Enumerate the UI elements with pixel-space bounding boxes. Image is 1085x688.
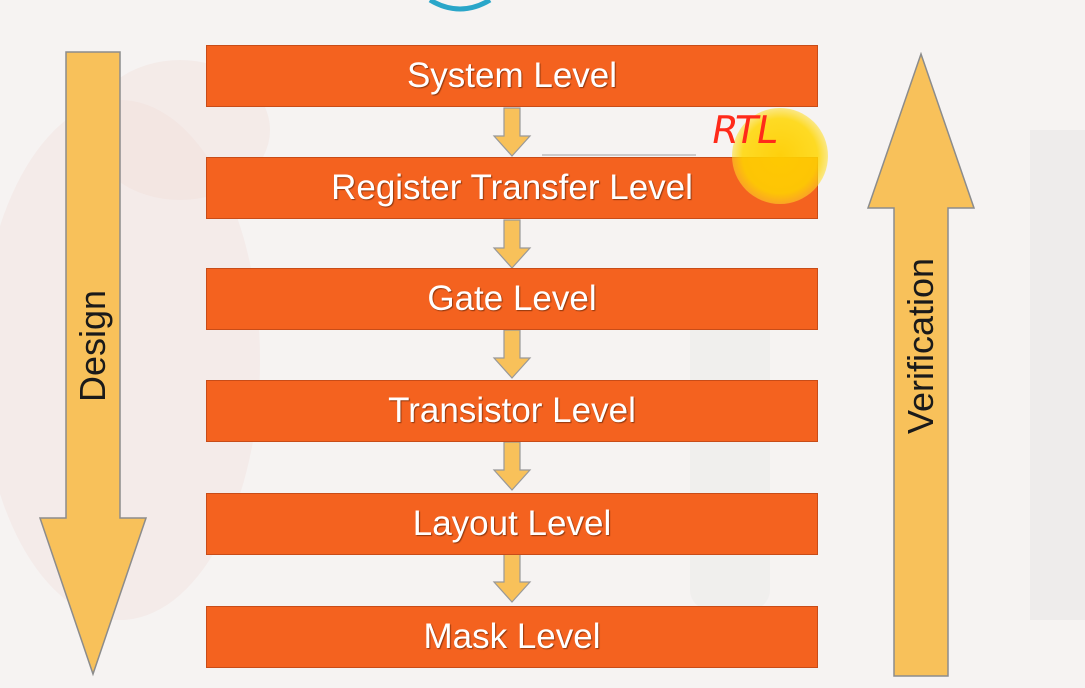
level-label: Register Transfer Level	[331, 168, 693, 207]
level-label: System Level	[406, 56, 618, 95]
mask-level-box: Mask Level	[206, 606, 818, 668]
register-transfer-level-box: Register Transfer Level	[206, 157, 818, 219]
level-label: Layout Level	[412, 504, 612, 543]
layout-level-box: Layout Level	[206, 493, 818, 555]
design-label: Design	[72, 289, 113, 403]
connector-arrow-2	[492, 219, 532, 269]
verification-up-arrow	[866, 52, 976, 677]
design-down-arrow	[38, 51, 148, 677]
level-label: Transistor Level	[388, 391, 636, 430]
cursor-highlight	[732, 108, 828, 204]
connector-arrow-1	[492, 107, 532, 157]
connector-arrows	[492, 107, 532, 603]
level-label: Gate Level	[427, 279, 597, 318]
connector-arrow-4	[492, 441, 532, 491]
system-level-box: System Level	[206, 45, 818, 107]
level-label: Mask Level	[423, 617, 601, 656]
gate-level-box: Gate Level	[206, 268, 818, 330]
transistor-level-box: Transistor Level	[206, 380, 818, 442]
verification-label: Verification	[900, 257, 941, 435]
rtl-annotation: RTL	[708, 108, 781, 152]
annotation-underline	[542, 154, 696, 156]
connector-arrow-3	[492, 329, 532, 379]
connector-arrow-5	[492, 553, 532, 603]
